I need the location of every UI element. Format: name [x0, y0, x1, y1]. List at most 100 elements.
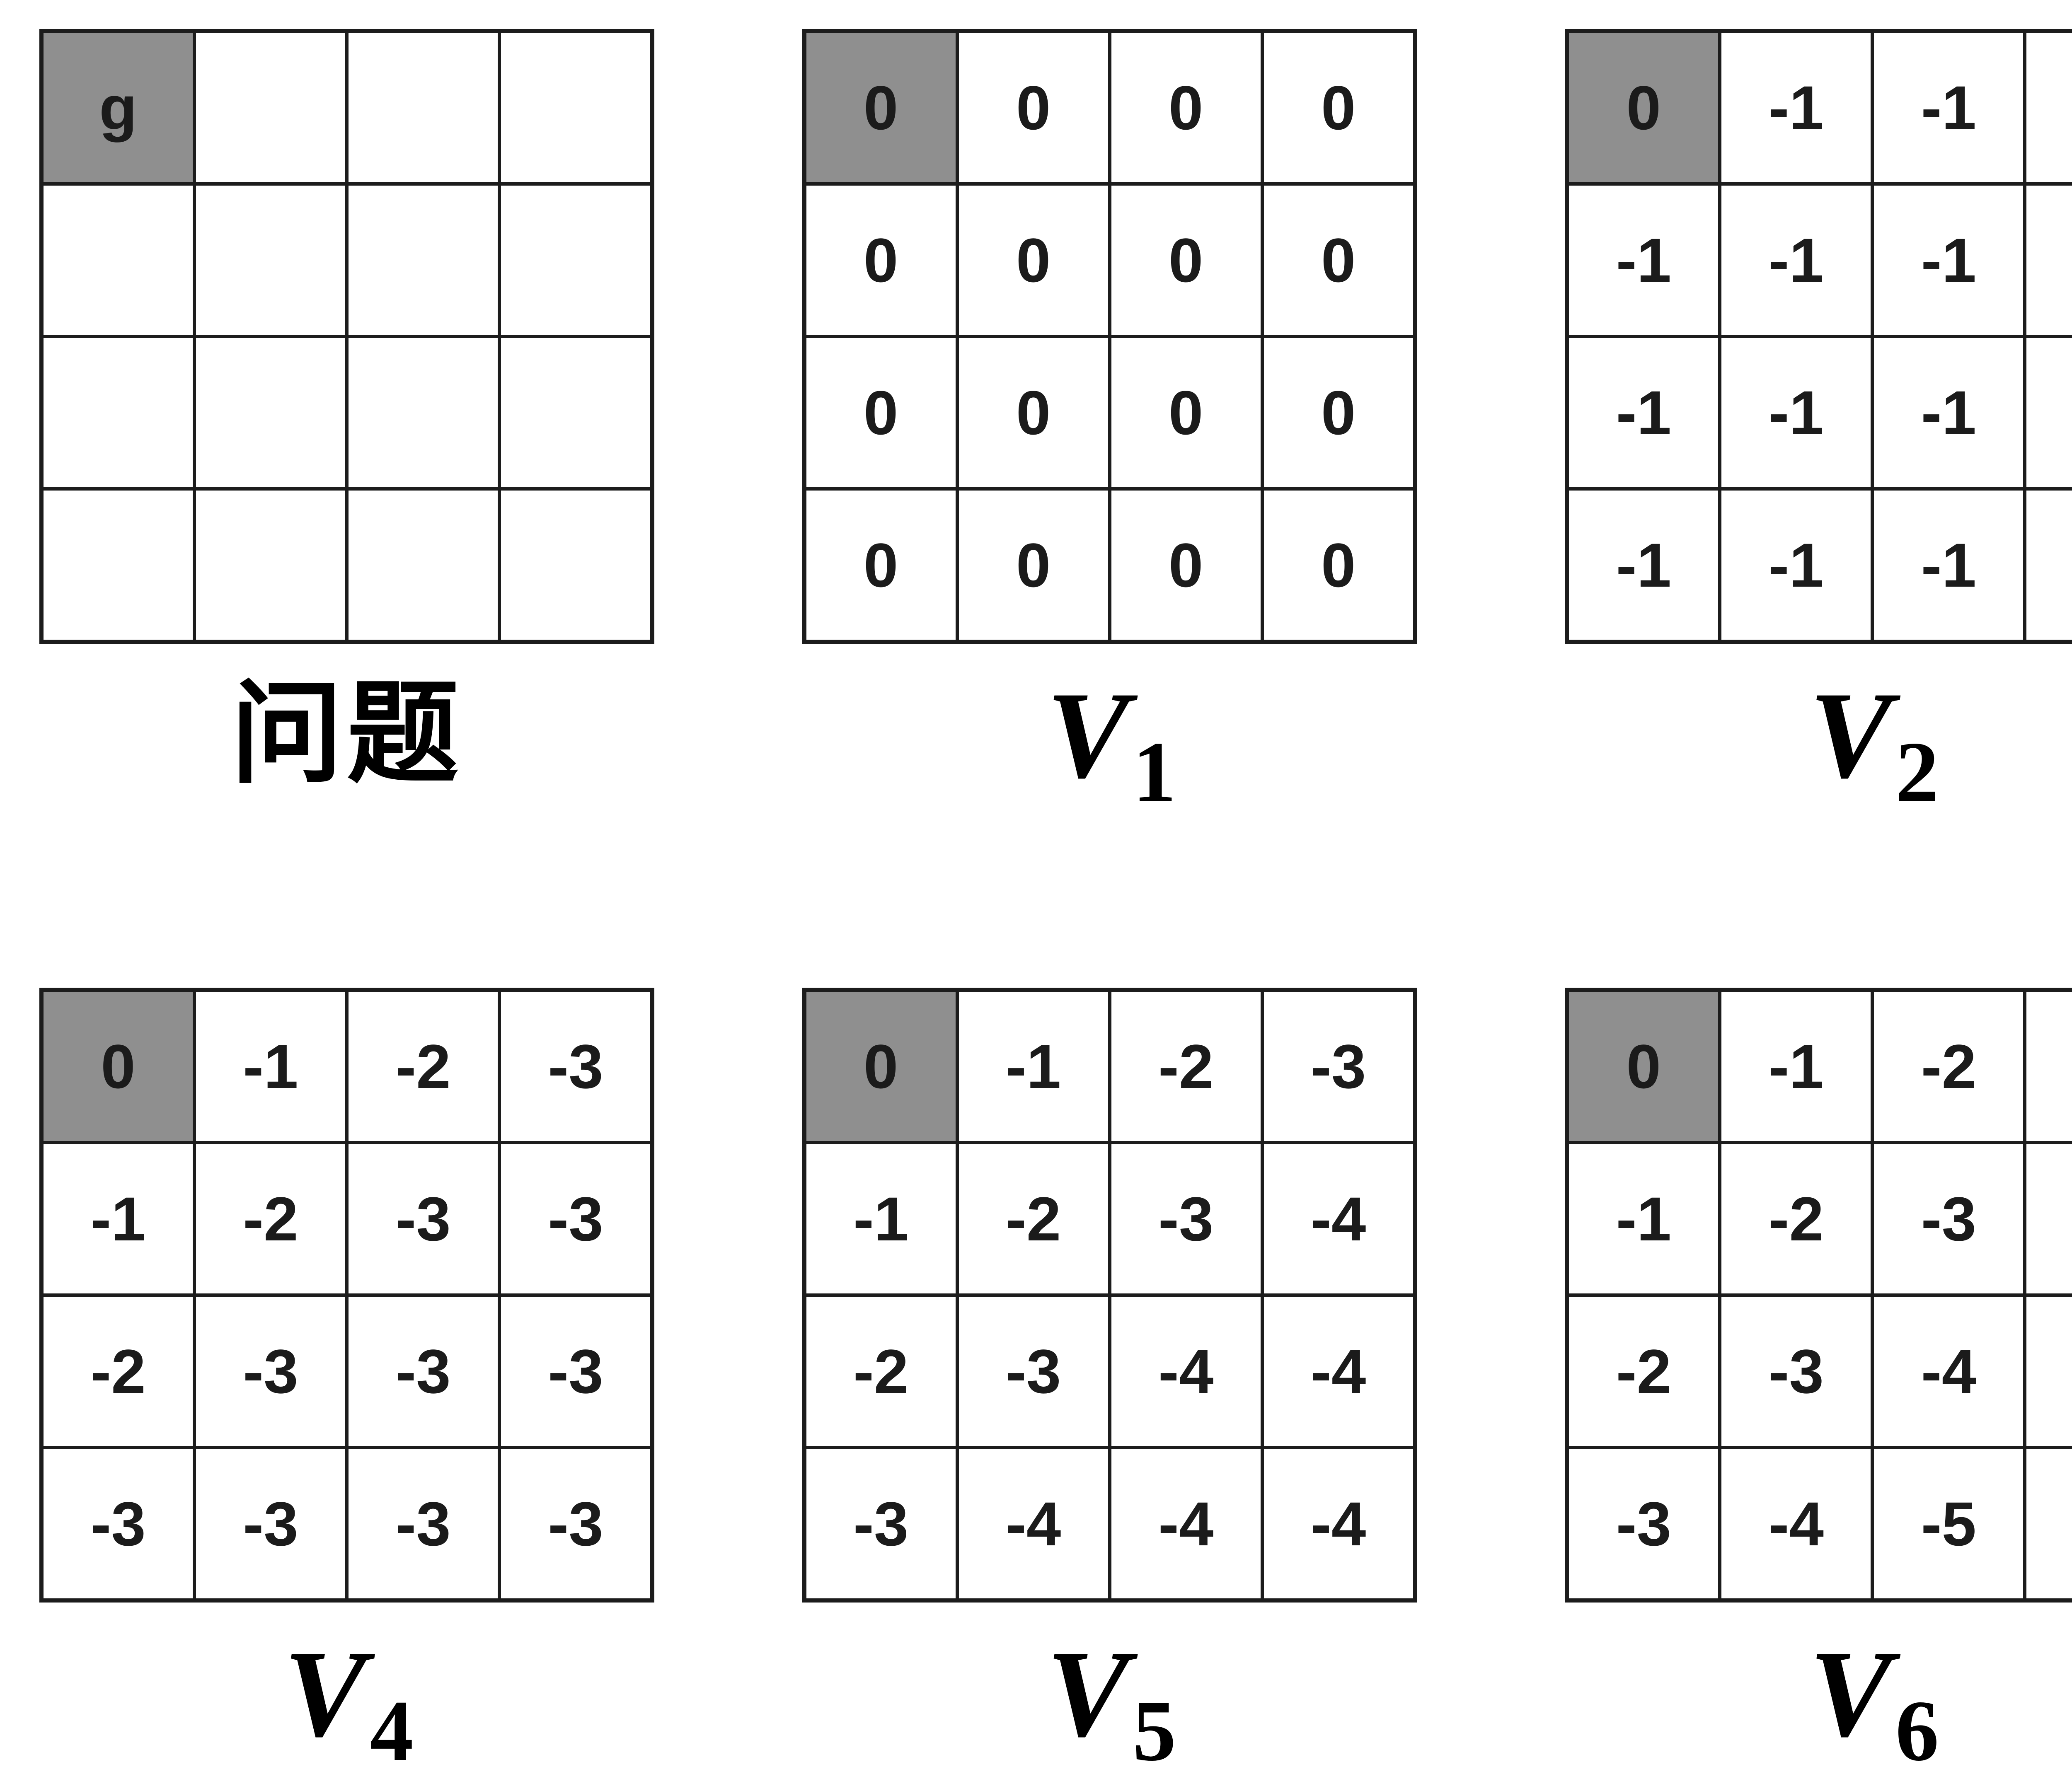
grid-cell — [499, 489, 652, 641]
grid-cell: -1 — [2025, 31, 2072, 184]
goal-cell: 0 — [804, 990, 957, 1143]
grid-cell: -2 — [1720, 1143, 1873, 1295]
grid-cell: 0 — [1262, 184, 1415, 336]
grid-cell: -5 — [2025, 1448, 2072, 1600]
grid-cell — [194, 336, 347, 489]
grid-cell: -3 — [1567, 1448, 1720, 1600]
gridworld-problem: g — [39, 29, 654, 644]
grid-cell: 0 — [957, 184, 1110, 336]
grid-cell: -1 — [1720, 336, 1873, 489]
goal-cell: g — [42, 31, 194, 184]
grid-cell: -4 — [1262, 1295, 1415, 1448]
grid-cell: -3 — [499, 1448, 652, 1600]
grid-cell: -3 — [1109, 1143, 1262, 1295]
grid-cell — [194, 31, 347, 184]
grid-cell: -5 — [2025, 1295, 2072, 1448]
grid-cell: -3 — [499, 1295, 652, 1448]
grid-cell — [194, 489, 347, 641]
grid-cell: 0 — [957, 31, 1110, 184]
caption-text: 问题 — [231, 673, 463, 797]
grid-cell: 0 — [1109, 184, 1262, 336]
grid-cell: -3 — [804, 1448, 957, 1600]
grid-cell: 0 — [957, 489, 1110, 641]
grid-cell: -1 — [42, 1143, 194, 1295]
grid-cell: -3 — [957, 1295, 1110, 1448]
grid-cell: -1 — [2025, 184, 2072, 336]
grid-cell: -3 — [194, 1295, 347, 1448]
grid-cell: -1 — [1567, 1143, 1720, 1295]
grid-cell: 0 — [1262, 31, 1415, 184]
grid-cell: -1 — [1872, 489, 2025, 641]
caption-subscript: 2 — [1895, 724, 1939, 820]
grid-cell: -2 — [804, 1295, 957, 1448]
caption-text: V — [1046, 666, 1130, 804]
grid-cell: -1 — [1720, 31, 1873, 184]
gridworld-v6: 0-1-2-3-1-2-3-4-2-3-4-5-3-4-5-5 — [1565, 988, 2072, 1603]
grid-cell — [347, 489, 499, 641]
grid-cell: 0 — [1109, 489, 1262, 641]
figure-problem: g 问题 — [39, 29, 654, 805]
grid-cell: -3 — [42, 1448, 194, 1600]
goal-cell: 0 — [1567, 31, 1720, 184]
grid-cell: -2 — [194, 1143, 347, 1295]
grid-cell — [499, 336, 652, 489]
grid-cell — [42, 489, 194, 641]
grid-cell: -3 — [1262, 990, 1415, 1143]
grid-cell: -4 — [2025, 1143, 2072, 1295]
figure-v6: 0-1-2-3-1-2-3-4-2-3-4-5-3-4-5-5 V6 — [1565, 988, 2072, 1774]
grid-cell: 0 — [804, 336, 957, 489]
caption-text: V — [1046, 1625, 1130, 1762]
grid-cell — [347, 31, 499, 184]
grid-cell: -1 — [2025, 336, 2072, 489]
grid-cell: -5 — [1872, 1448, 2025, 1600]
grid-cell: -1 — [1567, 489, 1720, 641]
grid-cell: -1 — [1720, 489, 1873, 641]
grid-cell: -4 — [1262, 1448, 1415, 1600]
grid-cell: -1 — [1872, 336, 2025, 489]
grid-cell — [347, 184, 499, 336]
grid-cell: 0 — [1109, 336, 1262, 489]
gridworld-v2: 0-1-1-1-1-1-1-1-1-1-1-1-1-1-1-1 — [1565, 29, 2072, 644]
caption-text: V — [283, 1625, 367, 1762]
grid-cell — [347, 336, 499, 489]
grid-cell: -3 — [499, 990, 652, 1143]
caption-subscript: 5 — [1133, 1683, 1176, 1779]
gridworld-v4: 0-1-2-3-1-2-3-3-2-3-3-3-3-3-3-3 — [39, 988, 654, 1603]
grid-cell: -4 — [1872, 1295, 2025, 1448]
grid-cell: -2 — [42, 1295, 194, 1448]
grid-cell: -3 — [347, 1295, 499, 1448]
goal-cell: 0 — [42, 990, 194, 1143]
grid-cell — [194, 184, 347, 336]
grid-cell: -1 — [1872, 31, 2025, 184]
grid-cell: -1 — [957, 990, 1110, 1143]
grid-cell: -1 — [1720, 990, 1873, 1143]
grid-cell: 0 — [1109, 31, 1262, 184]
grid-cell: -1 — [804, 1143, 957, 1295]
grid-cell: -1 — [194, 990, 347, 1143]
grid-cell: -4 — [1720, 1448, 1873, 1600]
figure-caption: 问题 — [231, 665, 463, 805]
grid-cell: -2 — [1567, 1295, 1720, 1448]
caption-text: V — [1809, 666, 1892, 804]
grid-cell: -1 — [1872, 184, 2025, 336]
grid-cell — [499, 31, 652, 184]
grid-cell: -1 — [1720, 184, 1873, 336]
grid-cell — [42, 184, 194, 336]
grid-cell: 0 — [957, 336, 1110, 489]
grid-cell — [499, 184, 652, 336]
grid-cell: 0 — [1262, 489, 1415, 641]
grid-cell: -3 — [1872, 1143, 2025, 1295]
grid-cell: -4 — [1109, 1448, 1262, 1600]
gridworld-v5: 0-1-2-3-1-2-3-4-2-3-4-4-3-4-4-4 — [802, 988, 1417, 1603]
caption-subscript: 1 — [1133, 724, 1176, 820]
grid-cell: -3 — [347, 1448, 499, 1600]
grid-cell: 0 — [804, 489, 957, 641]
grid-cell — [42, 336, 194, 489]
grid-cell: -1 — [1567, 336, 1720, 489]
grid-cell: -4 — [1262, 1143, 1415, 1295]
